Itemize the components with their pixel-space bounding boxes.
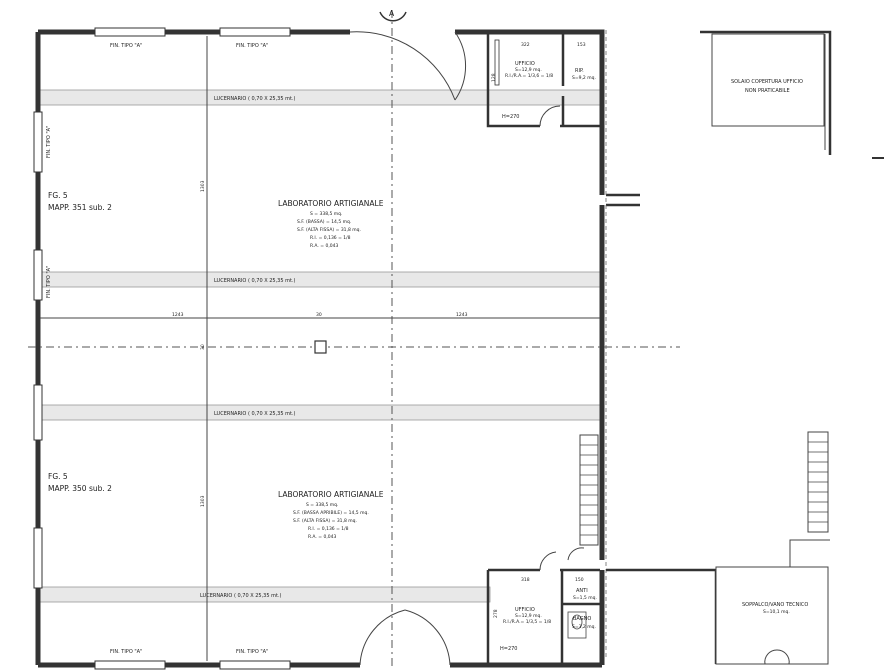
window-label-top-2: FIN. TIPO "A" (236, 43, 268, 49)
mezzanine-line1: S=10,1 mq. (763, 609, 790, 615)
height-bottom: H=270 (500, 646, 518, 652)
column (314, 340, 327, 354)
window-label-bottom-1: FIN. TIPO "A" (110, 649, 142, 655)
mezzanine-title: SOPPALCO/VANO TECNICO (742, 602, 808, 608)
bathroom-title: BAGNO (573, 616, 591, 622)
office-roof-box (711, 33, 825, 127)
main-walls (35, 29, 640, 668)
skylight-label-2: LUCERNARIO ( 0,70 X 25,35 mt.) (214, 278, 296, 284)
bathroom-line1: S=3,2 mq. (572, 624, 596, 630)
lab-2-title: LABORATORIO ARTIGIANALE (278, 490, 384, 499)
axis-lines (28, 10, 680, 670)
dim-lower-height: 1303 (200, 495, 206, 507)
office-top-line1: S=12,9 mq. (515, 67, 542, 73)
roof-note-line2: NON PRATICABILE (745, 88, 790, 94)
section-marker-label: A (389, 9, 395, 18)
bottom-office-block (486, 547, 600, 664)
wc-ante-line1: S=1,5 mq. (573, 595, 597, 601)
lab-2-line-1: S = 338,5 mq. (306, 502, 338, 508)
parcel-1-line1: FG. 5 (48, 191, 68, 200)
wall-top (38, 29, 605, 195)
lab-2-line-4: R.I. = 0,136 = 1/8 (308, 526, 349, 532)
lab-1-line-1: S = 338,5 mq. (310, 211, 342, 217)
office-top-line2: R.I./R.A.= 1/3,6 = 1/8 (505, 73, 553, 79)
section-marker: A (379, 9, 407, 22)
parcel-1-line2: MAPP. 351 sub. 2 (48, 203, 112, 212)
office-top-title: UFFICIO (515, 61, 535, 67)
lab-2-line-3: S.F. (ALTA FISSA) = 31,8 mq. (293, 518, 357, 524)
dim-storage-w: 153 (577, 42, 586, 48)
window-label-bottom-2: FIN. TIPO "A" (236, 649, 268, 655)
lab-2-line-5: R.A. = 0,043 (308, 534, 336, 540)
parcel-2-line2: MAPP. 350 sub. 2 (48, 484, 112, 493)
left-window-frames (33, 111, 43, 589)
dim-office-h: 128 (491, 73, 497, 82)
stair (579, 434, 599, 546)
skylight-band-1 (39, 89, 601, 106)
dim-office-b-w: 318 (521, 577, 530, 583)
dim-upper-height: 1303 (200, 180, 206, 192)
wc-ante-title: ANTI (576, 588, 588, 594)
lab-1-line-5: R.A. = 0,043 (310, 243, 338, 249)
lab-1-title: LABORATORIO ARTIGIANALE (278, 199, 384, 208)
skylight-label-3: LUCERNARIO ( 0,70 X 25,35 mt.) (214, 411, 296, 417)
dim-office-b-h: 278 (493, 609, 499, 618)
lab-1-line-3: S.F. (ALTA FISSA) = 31,8 mq. (297, 227, 361, 233)
skylight-band-3 (39, 404, 601, 421)
parcel-2-line1: FG. 5 (48, 472, 68, 481)
top-office-block (486, 34, 600, 128)
height-top: H=270 (502, 114, 520, 120)
window-label-left-1: FIN. TIPO "A" (46, 126, 52, 158)
dim-office-w: 322 (521, 42, 530, 48)
office-bottom-line1: S=12,9 mq. (515, 613, 542, 619)
dim-wc-w: 150 (575, 577, 584, 583)
skylight-label-1: LUCERNARIO ( 0,70 X 25,35 mt.) (214, 96, 296, 102)
window-label-top-1: FIN. TIPO "A" (110, 43, 142, 49)
storage-top-line1: S=9,2 mq. (572, 75, 596, 81)
dim-left-span: 1243 (172, 312, 184, 318)
right-structures (605, 30, 884, 665)
window-label-left-2: FIN. TIPO "A" (46, 266, 52, 298)
storage-top-title: RIP. (575, 68, 584, 74)
office-bottom-title: UFFICIO (515, 607, 535, 613)
dim-right-span: 1243 (456, 312, 468, 318)
main-doors (349, 31, 467, 666)
skylight-band-2 (39, 271, 601, 288)
office-bottom-door (539, 551, 557, 571)
dim-column: 30 (316, 312, 322, 318)
lab-1-line-2: S.F. (BASSA) = 14,5 mq. (297, 219, 351, 225)
dim-col-height: 30 (200, 344, 206, 350)
office-bottom-line2: R.I./R.A.= 1/3,5 = 1/8 (503, 619, 551, 625)
lab-1-line-4: R.I. = 0,136 = 1/8 (310, 235, 351, 241)
skylight-label-4: LUCERNARIO ( 0,70 X 25,35 mt.) (200, 593, 282, 599)
office-top-door (539, 105, 561, 127)
lab-2-line-2: S.F. (BASSA APRIBILE) = 14,5 mq. (293, 510, 369, 516)
corridor-stub (606, 193, 640, 207)
roof-note-line1: SOLAIO COPERTURA UFFICIO (731, 79, 803, 85)
wc-fixture (567, 611, 587, 639)
mezzanine-box (715, 566, 829, 665)
top-bottom-window-frames (94, 27, 291, 670)
